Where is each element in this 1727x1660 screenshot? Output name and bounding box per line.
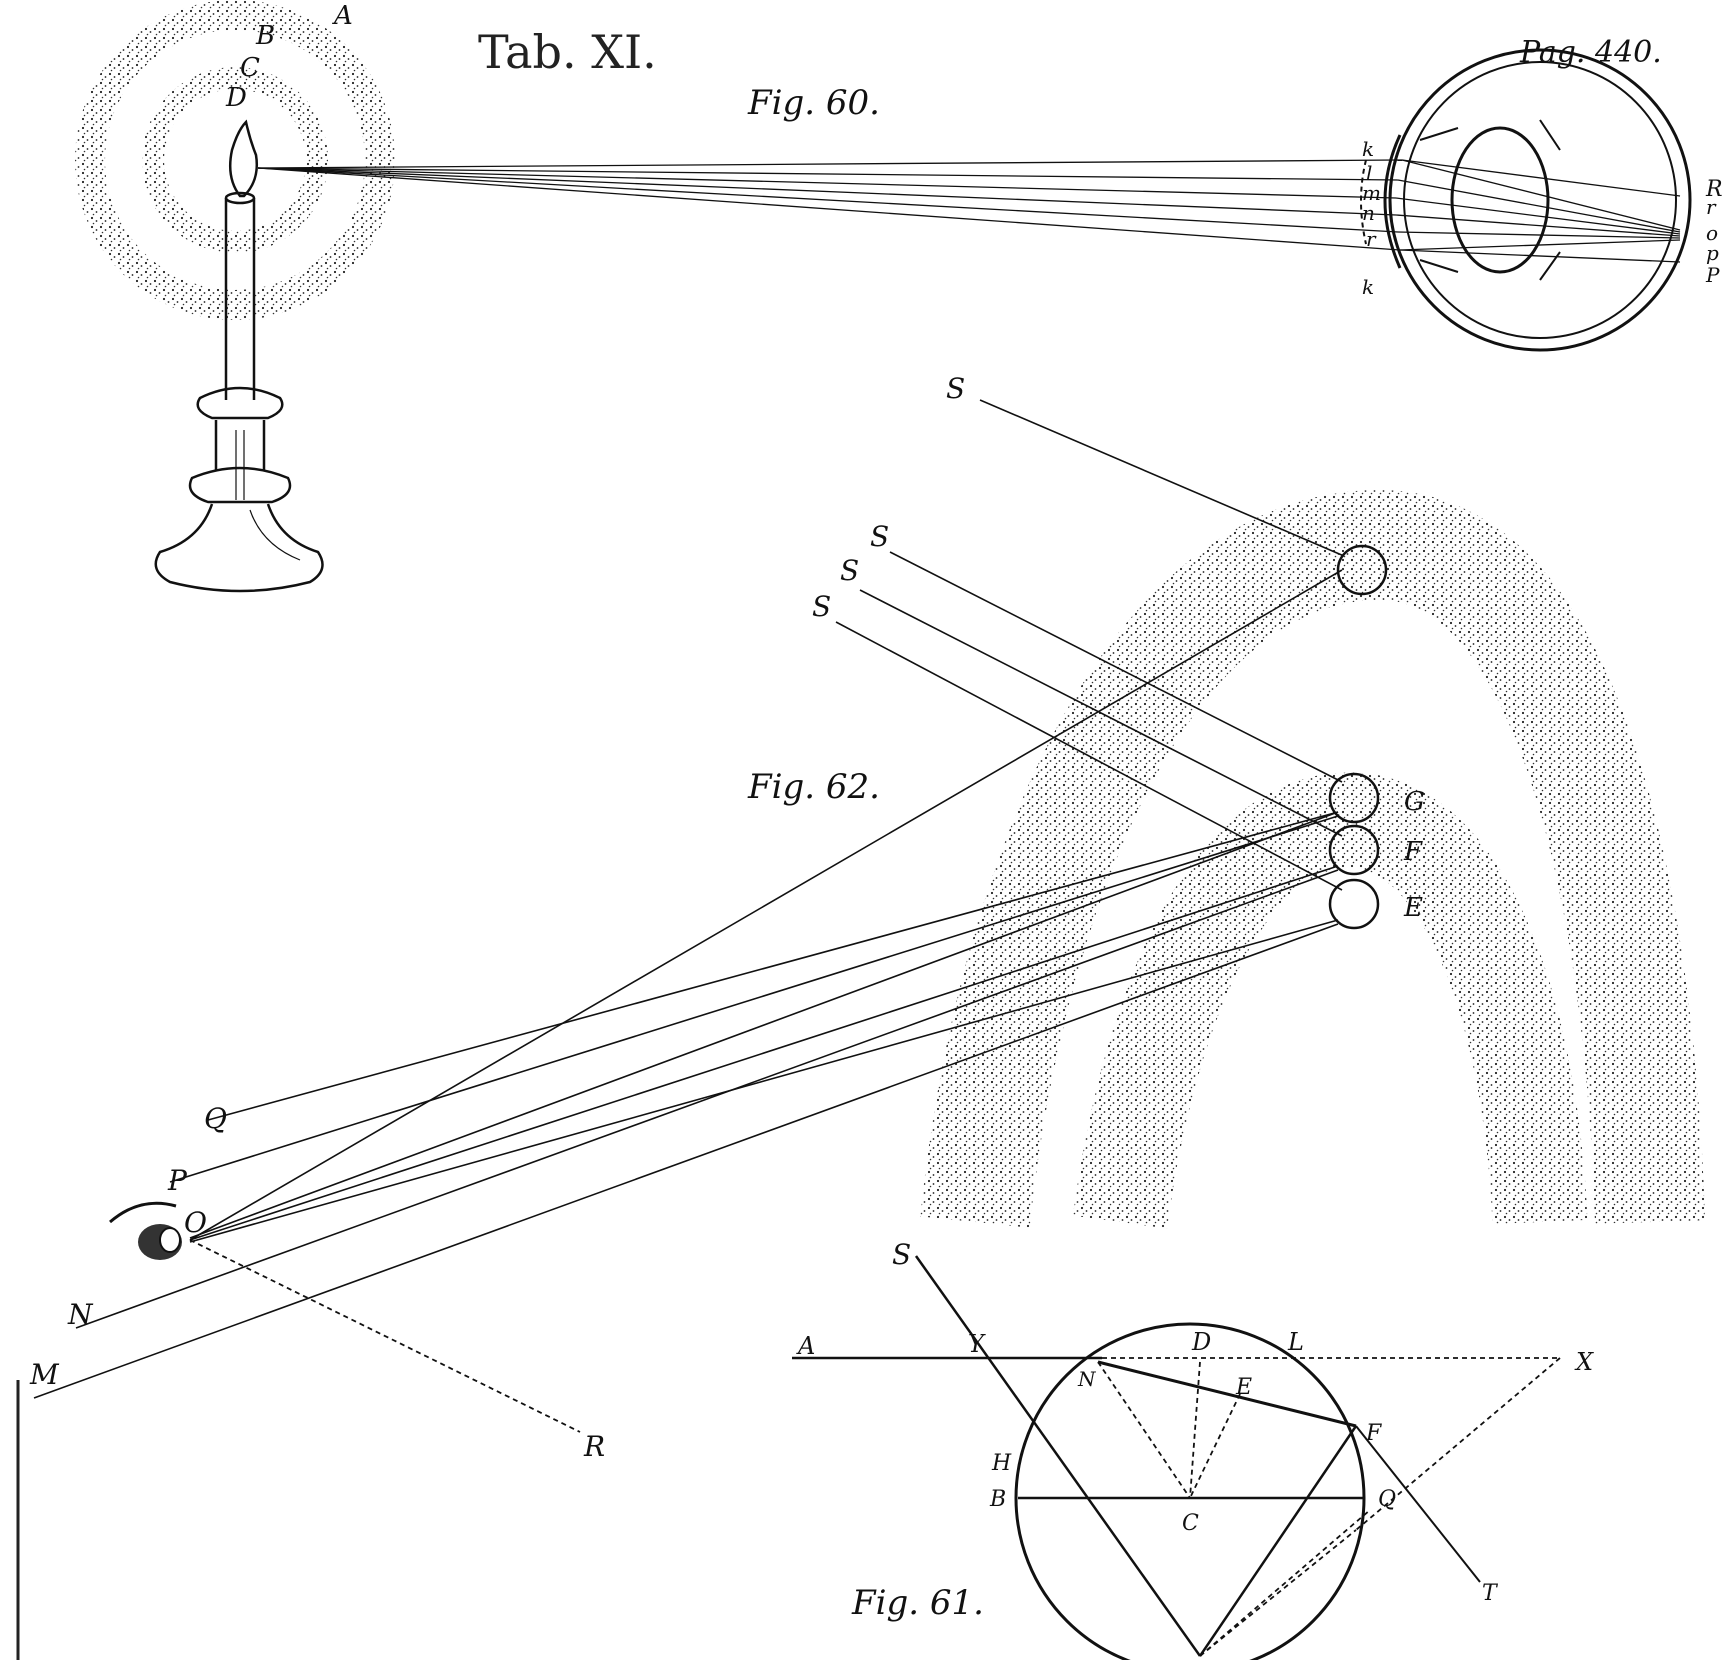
fig62-label-S-top: S bbox=[946, 372, 965, 405]
fig62-label-Q: Q bbox=[204, 1102, 227, 1135]
fig62-label-P: P bbox=[167, 1164, 188, 1197]
eye-label-k-top: k bbox=[1362, 137, 1374, 161]
page-reference: Pag. 440. bbox=[1519, 35, 1662, 70]
fig62-axis-OR bbox=[189, 1239, 581, 1433]
eye-label-r: r bbox=[1366, 227, 1377, 251]
raindrop-secondary bbox=[1336, 544, 1388, 596]
eye-label-k-bottom: k bbox=[1362, 275, 1374, 299]
fig61-label-F: F bbox=[1365, 1421, 1382, 1446]
retina-label-P: P bbox=[1705, 263, 1720, 287]
crystalline-lens bbox=[1450, 126, 1550, 274]
raindrop-G bbox=[1328, 772, 1380, 824]
fig62-label-O: O bbox=[184, 1206, 207, 1239]
retina-label-r: r bbox=[1706, 195, 1717, 219]
fig61-label-S: S bbox=[892, 1238, 911, 1271]
fig60-label-C: C bbox=[240, 53, 260, 83]
fig61-caption: Fig. 61. bbox=[851, 1583, 984, 1623]
eye-label-m: m bbox=[1362, 181, 1381, 205]
fig62-label-E: E bbox=[1403, 893, 1423, 923]
eye-label-n: n bbox=[1362, 201, 1375, 225]
fig60-rays bbox=[257, 159, 1681, 263]
fig60-diagram: A B C D Fig. 60. k l m n r k R r o p P bbox=[75, 0, 1723, 593]
eye-label-l: l bbox=[1366, 161, 1372, 185]
fig61-label-Q: Q bbox=[1378, 1487, 1396, 1512]
fig60-caption: Fig. 60. bbox=[747, 83, 880, 123]
fig61-label-X: X bbox=[1574, 1348, 1594, 1376]
fig62-label-S2: S bbox=[840, 554, 859, 587]
halo-outer-ring bbox=[75, 0, 395, 320]
fig62-caption: Fig. 62. bbox=[747, 767, 880, 807]
fig61-label-B: B bbox=[989, 1487, 1006, 1512]
fig62-label-F: F bbox=[1403, 837, 1423, 867]
fig61-diagram: S A Y D L X N E F H B C Q T Fig. 61. bbox=[792, 1238, 1594, 1660]
fig60-label-B: B bbox=[255, 21, 275, 51]
fig61-label-D: D bbox=[1191, 1328, 1211, 1356]
fig62-emergent-rays bbox=[33, 569, 1343, 1399]
retina-label-R: R bbox=[1705, 177, 1723, 202]
fig61-label-H: H bbox=[991, 1451, 1012, 1476]
fig61-label-Y: Y bbox=[968, 1330, 986, 1358]
inner-rainbow-band bbox=[1072, 772, 1588, 1229]
fig61-label-L: L bbox=[1287, 1328, 1304, 1356]
candlestick bbox=[154, 191, 324, 593]
incident-ray-S bbox=[914, 1255, 1202, 1657]
fig62-diagram: Fig. 62. S S S S G F E Q P O N M R bbox=[29, 372, 1705, 1463]
fig61-label-N: N bbox=[1077, 1367, 1097, 1391]
halo-inner-ring bbox=[142, 67, 328, 253]
eye bbox=[1360, 48, 1692, 352]
fig62-label-N: N bbox=[67, 1298, 94, 1331]
fig62-label-G: G bbox=[1404, 787, 1425, 817]
fig61-label-C: C bbox=[1182, 1511, 1199, 1536]
fig60-label-D: D bbox=[225, 83, 247, 113]
fig62-label-S3: S bbox=[812, 590, 831, 623]
fig62-label-M: M bbox=[29, 1358, 60, 1391]
fig61-label-A: A bbox=[796, 1332, 815, 1360]
observer-eye-icon bbox=[109, 1201, 182, 1260]
fig62-sun-rays bbox=[835, 399, 1345, 891]
fig61-label-T: T bbox=[1482, 1581, 1499, 1606]
raindrop-F bbox=[1328, 824, 1380, 876]
fig60-label-A: A bbox=[332, 1, 353, 31]
fig61-label-E: E bbox=[1235, 1375, 1252, 1400]
fig62-label-S1: S bbox=[870, 520, 889, 553]
retina-label-o: o bbox=[1706, 221, 1718, 245]
retina-label-p: p bbox=[1706, 241, 1719, 265]
plate-title: Tab. XI. bbox=[478, 25, 657, 79]
candle-flame bbox=[229, 119, 258, 198]
fig62-label-R: R bbox=[583, 1430, 605, 1463]
raindrop-E bbox=[1328, 878, 1380, 930]
